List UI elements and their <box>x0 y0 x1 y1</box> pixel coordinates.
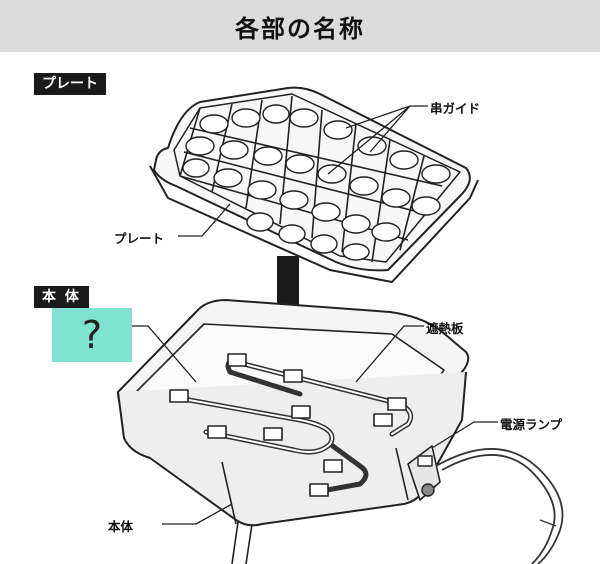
section-tag-body: 本 体 <box>34 286 89 308</box>
question-mark: ? <box>81 313 103 357</box>
leader-lines <box>132 105 498 525</box>
power-cord <box>435 448 564 564</box>
label-body: 本体 <box>108 519 134 534</box>
plate-illustration <box>149 86 479 283</box>
label-heat-shield: 遮熱板 <box>426 321 464 336</box>
header-bar: 各部の名称 <box>0 0 600 52</box>
label-skewer-guide: 串ガイド <box>430 101 481 116</box>
label-power-lamp: 電源ランプ <box>500 417 563 432</box>
body-illustration <box>117 299 470 564</box>
unknown-part-label: ? <box>52 308 132 362</box>
page-title: 各部の名称 <box>235 14 365 43</box>
section-tag-plate: プレート <box>34 73 106 95</box>
label-plate: プレート <box>114 231 165 246</box>
